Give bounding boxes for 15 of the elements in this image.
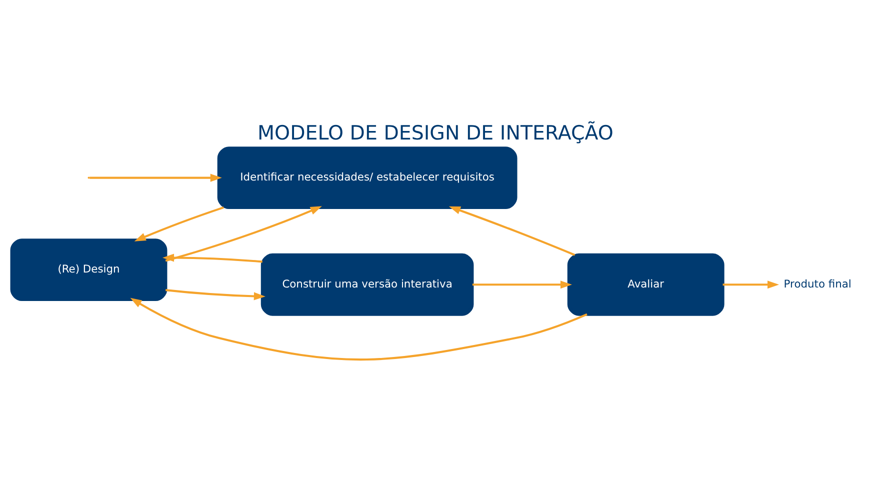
node-text: Produto final <box>784 277 852 290</box>
arrow <box>165 206 322 262</box>
arrow <box>162 254 262 263</box>
arrow <box>722 280 780 289</box>
diagram-title: MODELO DE DESIGN DE INTERAÇÃO <box>258 121 614 144</box>
node-box: (Re) Design <box>10 238 168 302</box>
arrow <box>134 206 224 242</box>
arrow <box>448 206 576 256</box>
arrow <box>165 289 266 300</box>
arrow <box>130 298 588 361</box>
arrow <box>472 280 572 289</box>
node-box: Construir uma versão interativa <box>260 253 474 316</box>
node-box: Identificar necessidades/ estabelecer requisitos <box>217 146 518 210</box>
node-box: Avaliar <box>567 253 724 316</box>
arrow <box>90 174 222 182</box>
